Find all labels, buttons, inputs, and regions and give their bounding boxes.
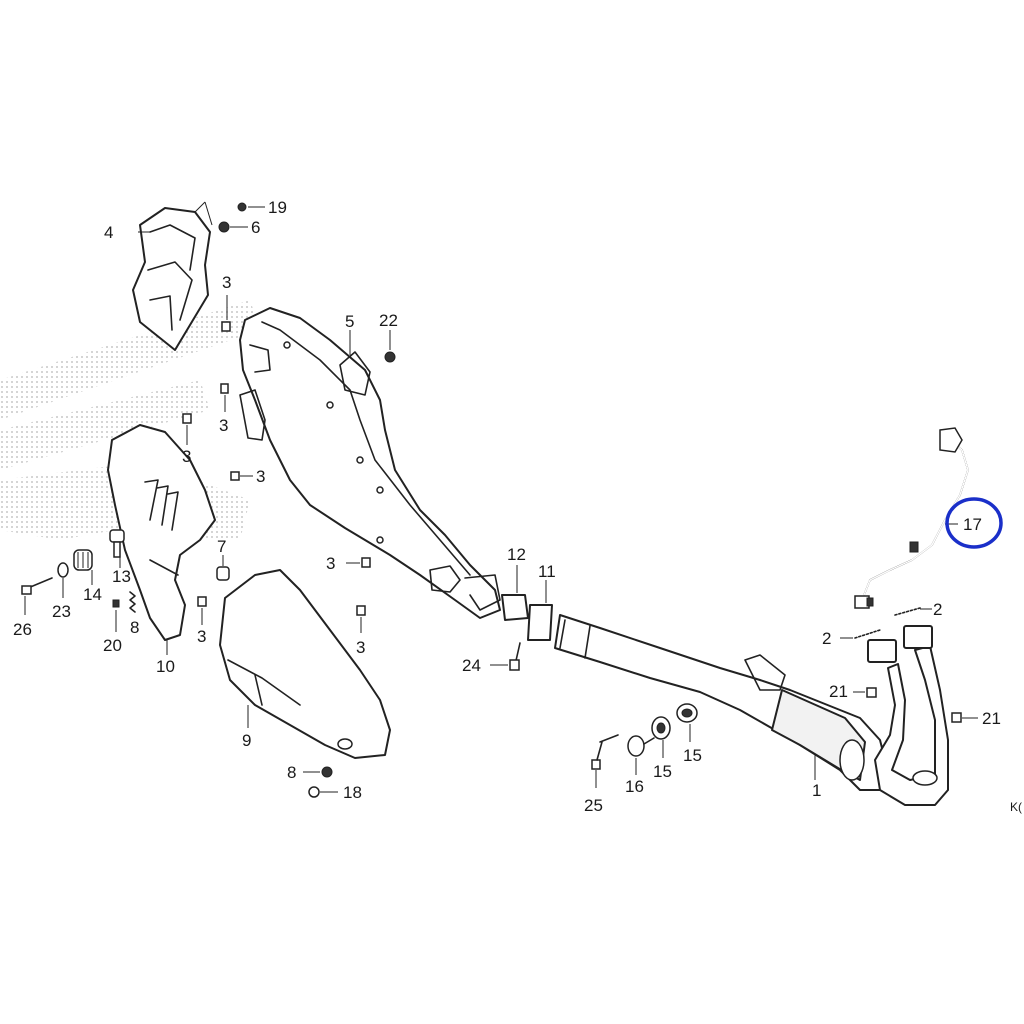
part-3-collar-a[interactable]: [221, 321, 231, 332]
label-part-2b: 2: [933, 600, 942, 619]
leader-4b: [194, 201, 206, 213]
label-part-16: 16: [625, 777, 644, 796]
label-part-1: 1: [812, 781, 821, 800]
part-3-collar-d[interactable]: [230, 471, 240, 481]
label-part-15b: 15: [683, 746, 702, 765]
part-1-exhaust-pipe[interactable]: [554, 614, 886, 791]
part-25-bolt[interactable]: [591, 734, 619, 770]
part-8-spring[interactable]: [129, 591, 136, 613]
label-part-3a: 3: [222, 273, 231, 292]
part-12-gasket[interactable]: [501, 594, 529, 621]
label-part-3c: 3: [182, 447, 191, 466]
leader-4c: [204, 201, 213, 226]
part-13-bolt[interactable]: [109, 529, 125, 558]
part-17-oxygen-sensor[interactable]: [854, 427, 969, 609]
part-15-grommet-a[interactable]: [651, 716, 671, 740]
part-3-collar-f[interactable]: [356, 605, 366, 616]
part-1-front-pipes[interactable]: [867, 625, 949, 806]
label-part-13: 13: [112, 567, 131, 586]
part-24-bolt[interactable]: [509, 642, 521, 671]
label-part-25: 25: [584, 796, 603, 815]
label-part-7: 7: [217, 537, 226, 556]
label-part-8b: 8: [287, 763, 296, 782]
label-part-15a: 15: [653, 762, 672, 781]
label-part-24: 24: [462, 656, 481, 675]
label-part-8a: 8: [130, 618, 139, 637]
corner-diagram-code: K(: [1010, 800, 1022, 814]
part-22-nut[interactable]: [384, 351, 396, 363]
part-5-muffler[interactable]: [239, 307, 501, 619]
part-11-gasket[interactable]: [527, 604, 553, 641]
part-7-grommet[interactable]: [216, 566, 230, 581]
label-part-10: 10: [156, 657, 175, 676]
label-part-3b: 3: [219, 416, 228, 435]
part-16-bolt[interactable]: [627, 735, 655, 757]
label-part-18: 18: [343, 783, 362, 802]
label-part-5: 5: [345, 312, 354, 331]
label-part-3f: 3: [356, 638, 365, 657]
label-part-3e: 3: [326, 554, 335, 573]
label-part-11: 11: [538, 562, 556, 581]
label-part-23: 23: [52, 602, 71, 621]
label-part-12: 12: [507, 545, 526, 564]
part-26-bolt[interactable]: [21, 577, 53, 595]
label-part-3d: 3: [256, 467, 265, 486]
part-2-spring-b[interactable]: [894, 607, 921, 616]
label-part-19: 19: [268, 198, 287, 217]
part-2-spring-a[interactable]: [854, 629, 881, 639]
label-part-20: 20: [103, 636, 122, 655]
label-part-3g: 3: [197, 627, 206, 646]
part-20-nut[interactable]: [112, 599, 120, 608]
part-9-heat-cover[interactable]: [219, 569, 391, 759]
part-6-nut[interactable]: [218, 221, 230, 233]
part-15-grommet-b[interactable]: [676, 703, 698, 723]
part-21-nut-a[interactable]: [866, 687, 877, 698]
part-19-bolt[interactable]: [237, 202, 247, 212]
label-part-17[interactable]: 17: [963, 515, 982, 534]
label-part-26: 26: [13, 620, 32, 639]
label-part-22: 22: [379, 311, 398, 330]
label-part-21a: 21: [829, 682, 848, 701]
part-21-nut-b[interactable]: [951, 712, 962, 723]
part-23-washer[interactable]: [57, 562, 69, 578]
part-3-collar-b[interactable]: [220, 383, 229, 394]
part-8-nut-lower[interactable]: [321, 766, 333, 778]
part-3-collar-c[interactable]: [182, 413, 192, 424]
part-18-bolt[interactable]: [308, 786, 320, 798]
label-part-21b: 21: [982, 709, 1001, 728]
part-14-collar[interactable]: [73, 549, 93, 571]
label-part-4: 4: [104, 223, 113, 242]
part-3-collar-g[interactable]: [197, 596, 207, 607]
part-10-heat-shield[interactable]: [107, 424, 216, 641]
label-part-6: 6: [251, 218, 260, 237]
highlight-ring-17: [945, 497, 1003, 549]
label-part-14: 14: [83, 585, 102, 604]
label-part-9: 9: [242, 731, 251, 750]
part-3-collar-e[interactable]: [361, 557, 371, 568]
label-part-2a: 2: [822, 629, 831, 648]
